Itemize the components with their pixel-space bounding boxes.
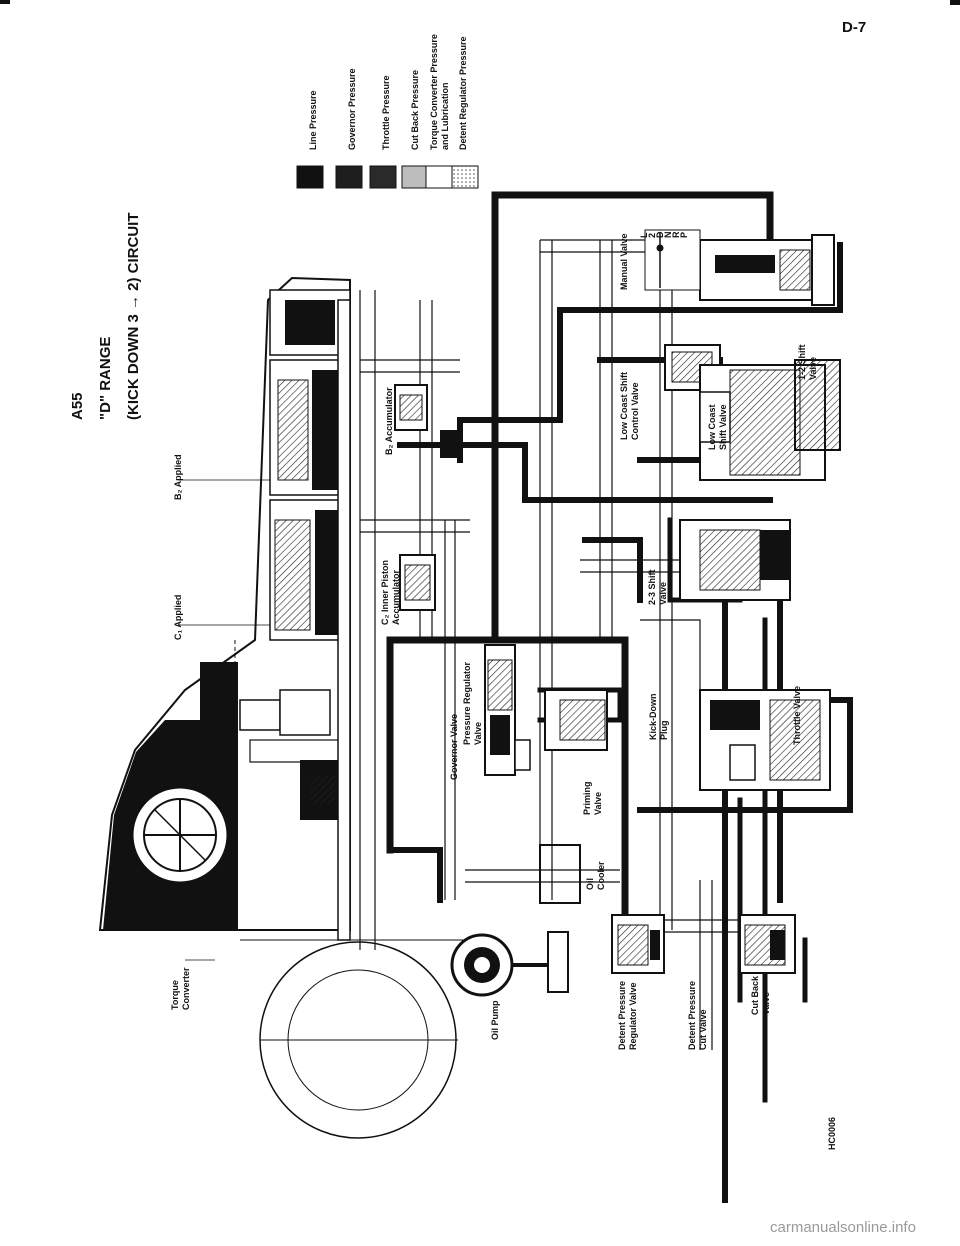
label-detent-cut-2: Cut Valve [698, 1009, 708, 1050]
oil-pump-housing [240, 939, 470, 1139]
manual-position-scale: L 2 D N R P [639, 231, 689, 252]
label-governor-valve: Governor Valve [449, 714, 459, 780]
position-d: D [655, 231, 665, 238]
position-r: R [671, 231, 681, 238]
legend-converter-pressure: Torque Converter Pressure [429, 34, 439, 150]
label-oil-pump: Oil Pump [490, 1000, 500, 1040]
selected-position-dot [656, 244, 664, 252]
watermark: carmanualsonline.info [770, 1219, 916, 1236]
legend-swatch-cutback [401, 165, 429, 189]
label-torque-converter-2: Converter [181, 967, 191, 1010]
label-low-coast-shift-1: Low Coast [707, 404, 717, 450]
label-shift-valve-2-3-2: Valve [658, 582, 668, 605]
title-range: "D" RANGE [97, 337, 114, 420]
label-c2-accumulator-1: C₂ Inner Piston [380, 560, 390, 625]
label-kickdown-plug-1: Kick-Down [648, 693, 658, 740]
label-oil-cooler-2: Cooler [596, 861, 606, 890]
label-detent-regulator-1: Detent Pressure [617, 981, 627, 1050]
detent-pressure-regulator [611, 914, 665, 974]
position-n: N [663, 232, 673, 239]
shift-valve-1-2 [794, 359, 841, 451]
c2-accumulator [399, 554, 436, 611]
corner-mark-left [0, 0, 10, 4]
manual-valve [644, 229, 835, 306]
cutback-valve [739, 914, 796, 974]
label-low-coast-control-1: Low Coast Shift [619, 372, 629, 440]
label-low-coast-control-2: Control Valve [630, 382, 640, 440]
oil-pump [450, 931, 569, 997]
legend-swatch-governor [335, 165, 363, 189]
legend-line-pressure: Line Pressure [308, 90, 318, 150]
legend-swatch-line [296, 165, 324, 189]
label-oil-cooler-1: Oil [585, 878, 595, 890]
legend-converter-lubrication: and Lubrication [440, 83, 450, 151]
label-torque-converter-1: Torque [170, 980, 180, 1010]
label-detent-cut-1: Detent Pressure [687, 981, 697, 1050]
label-cutback-valve-1: Cut Back [750, 975, 760, 1015]
legend-governor-pressure: Governor Pressure [347, 68, 357, 150]
position-2: 2 [647, 233, 657, 238]
label-shift-valve-1-2-2: Valve [808, 357, 818, 380]
label-c2-accumulator-2: Accumulator [391, 569, 401, 625]
legend-throttle-pressure: Throttle Pressure [381, 75, 391, 150]
pressure-regulator-valve [484, 644, 531, 776]
oil-cooler [539, 844, 581, 904]
pressure-legend: Line Pressure Governor Pressure Throttle… [296, 34, 479, 189]
legend-swatch-throttle [369, 165, 397, 189]
label-cutback-valve-2: Valve [761, 992, 771, 1015]
priming-valve [544, 689, 608, 751]
legend-detent-pressure: Detent Regulator Pressure [458, 36, 468, 150]
label-pressure-regulator-2: Valve [473, 722, 483, 745]
label-priming-valve-2: Valve [593, 792, 603, 815]
title-model: A55 [69, 392, 86, 420]
position-p: P [679, 232, 689, 238]
label-c1-applied: C₁ Applied [173, 595, 183, 640]
label-low-coast-shift-2: Shift Valve [718, 404, 728, 450]
diagram-code: HC0006 [827, 1117, 837, 1150]
transmission-section [98, 276, 361, 941]
label-detent-regulator-2: Regulator Valve [628, 982, 638, 1050]
label-b2-accumulator: B₂ Accumulator [384, 387, 394, 455]
label-pressure-regulator-1: Pressure Regulator [462, 661, 472, 745]
title-circuit: (KICK DOWN 3 → 2) CIRCUIT [125, 213, 142, 421]
label-shift-valve-1-2-1: 1-2 Shift [797, 344, 807, 380]
label-shift-valve-2-3-1: 2-3 Shift [647, 569, 657, 605]
throttle-valve [699, 689, 831, 791]
legend-swatch-converter [425, 165, 453, 189]
legend-cutback-pressure: Cut Back Pressure [410, 70, 420, 150]
page-number: D-7 [842, 19, 866, 36]
position-l: L [639, 232, 649, 238]
label-throttle-valve: Throttle Valve [792, 686, 802, 745]
label-kickdown-plug-2: Plug [659, 721, 669, 741]
b2-accumulator [394, 384, 458, 458]
label-priming-valve-1: Priming [582, 781, 592, 815]
corner-mark-right [950, 0, 960, 5]
diagram-title: A55 "D" RANGE (KICK DOWN 3 → 2) CIRCUIT [69, 213, 142, 421]
label-manual-valve: Manual Valve [619, 233, 629, 290]
shift-valve-2-3 [679, 519, 791, 601]
legend-swatch-detent [451, 165, 479, 189]
label-b2-applied: B₂ Applied [173, 454, 183, 500]
